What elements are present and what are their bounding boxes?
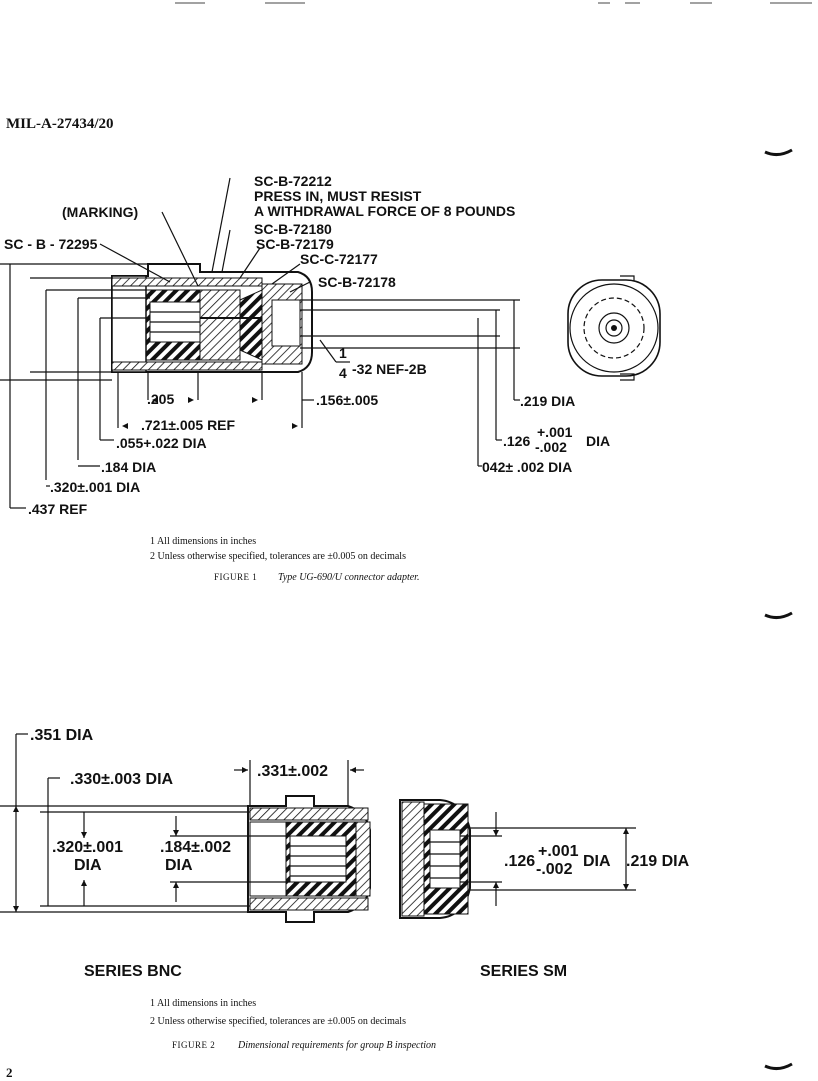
dim-156: .156±.005	[316, 392, 378, 408]
fig1-caption-text: Type UG-690/U connector adapter.	[278, 572, 419, 583]
dim-126-plus: +.001	[537, 424, 573, 440]
dim-126-base: .126	[503, 433, 530, 449]
thread-fraction-denominator: 4	[339, 365, 347, 381]
dim-437: .437 REF	[28, 501, 88, 517]
dim-320-line2: DIA	[74, 857, 102, 874]
fig2-caption-label: FIGURE 2	[172, 1040, 215, 1050]
fig2-dim-126-plus: +.001	[538, 843, 579, 860]
press-in-note-line1: PRESS IN, MUST RESIST	[254, 188, 422, 204]
bnc-drawing	[247, 795, 371, 923]
fig1-note-2: 2 Unless otherwise specified, tolerances…	[150, 551, 406, 562]
fig2-dim-126-dia: DIA	[583, 853, 611, 870]
dim-126-minus: -.002	[535, 439, 567, 455]
adapter-drawing	[111, 263, 313, 373]
series-sm-label: SERIES SM	[480, 963, 567, 980]
dim-055: .055+.022 DIA	[116, 435, 207, 451]
dim-205: .205	[147, 391, 174, 407]
figure-1: SC-B-72212 PRESS IN, MUST RESIST A WITHD…	[0, 173, 661, 583]
dim-351: .351 DIA	[30, 727, 94, 744]
dim-126-dia: DIA	[586, 433, 610, 449]
part-label-72212: SC-B-72212	[254, 173, 332, 189]
fig1-caption-label: FIGURE 1	[214, 572, 257, 582]
dim-320: .320±.001 DIA	[50, 479, 140, 495]
fig2-dimension-lines	[0, 733, 636, 913]
thread-fraction-numerator: 1	[339, 345, 347, 361]
thread-spec: 1 4 -32 NEF-2B	[336, 345, 427, 381]
fig2-note-2: 2 Unless otherwise specified, tolerances…	[150, 1016, 406, 1027]
scan-marks	[175, 2, 812, 1071]
marking-label: (MARKING)	[62, 204, 138, 220]
dim-330: .330±.003 DIA	[70, 771, 174, 788]
part-label-72295: SC - B - 72295	[4, 236, 98, 252]
part-label-72180: SC-B-72180	[254, 221, 332, 237]
dim-184: .184 DIA	[101, 459, 156, 475]
document-id: MIL-A-27434/20	[6, 116, 114, 132]
part-label-72179: SC-B-72179	[256, 236, 334, 252]
part-label-72177: SC-C-72177	[300, 251, 378, 267]
dim-320-line1: .320±.001	[52, 839, 123, 856]
dim-184-line2: DIA	[165, 857, 193, 874]
fig2-dim-126-base: .126	[504, 853, 535, 870]
fig1-note-1: 1 All dimensions in inches	[150, 536, 256, 547]
fig2-note-1: 1 All dimensions in inches	[150, 998, 256, 1009]
dim-331: .331±.002	[257, 763, 328, 780]
dim-219: .219 DIA	[520, 393, 575, 409]
page-number: 2	[6, 1065, 13, 1080]
dim-184-line1: .184±.002	[160, 839, 231, 856]
thread-spec-text: -32 NEF-2B	[352, 361, 427, 377]
adapter-end-view	[567, 275, 661, 381]
dim-721: .721±.005 REF	[141, 417, 236, 433]
fig2-dim-219: .219 DIA	[626, 853, 690, 870]
fig2-dim-126-minus: -.002	[536, 861, 573, 878]
fig2-dim-126-group: .126 +.001 -.002 DIA	[504, 843, 611, 878]
sm-drawing	[399, 799, 471, 919]
press-in-note-line2: A WITHDRAWAL FORCE OF 8 POUNDS	[254, 203, 515, 219]
series-bnc-label: SERIES BNC	[84, 963, 182, 980]
part-label-72178: SC-B-72178	[318, 274, 396, 290]
dimension-lines	[0, 177, 520, 508]
figure-2: .351 DIA .330±.003 DIA .331±.002 .320±.0…	[0, 727, 690, 1051]
dim-126-group: .126 +.001 -.002 DIA	[496, 424, 610, 455]
fig2-caption-text: Dimensional requirements for group B ins…	[237, 1040, 436, 1051]
dim-042: 042± .002 DIA	[482, 459, 572, 475]
